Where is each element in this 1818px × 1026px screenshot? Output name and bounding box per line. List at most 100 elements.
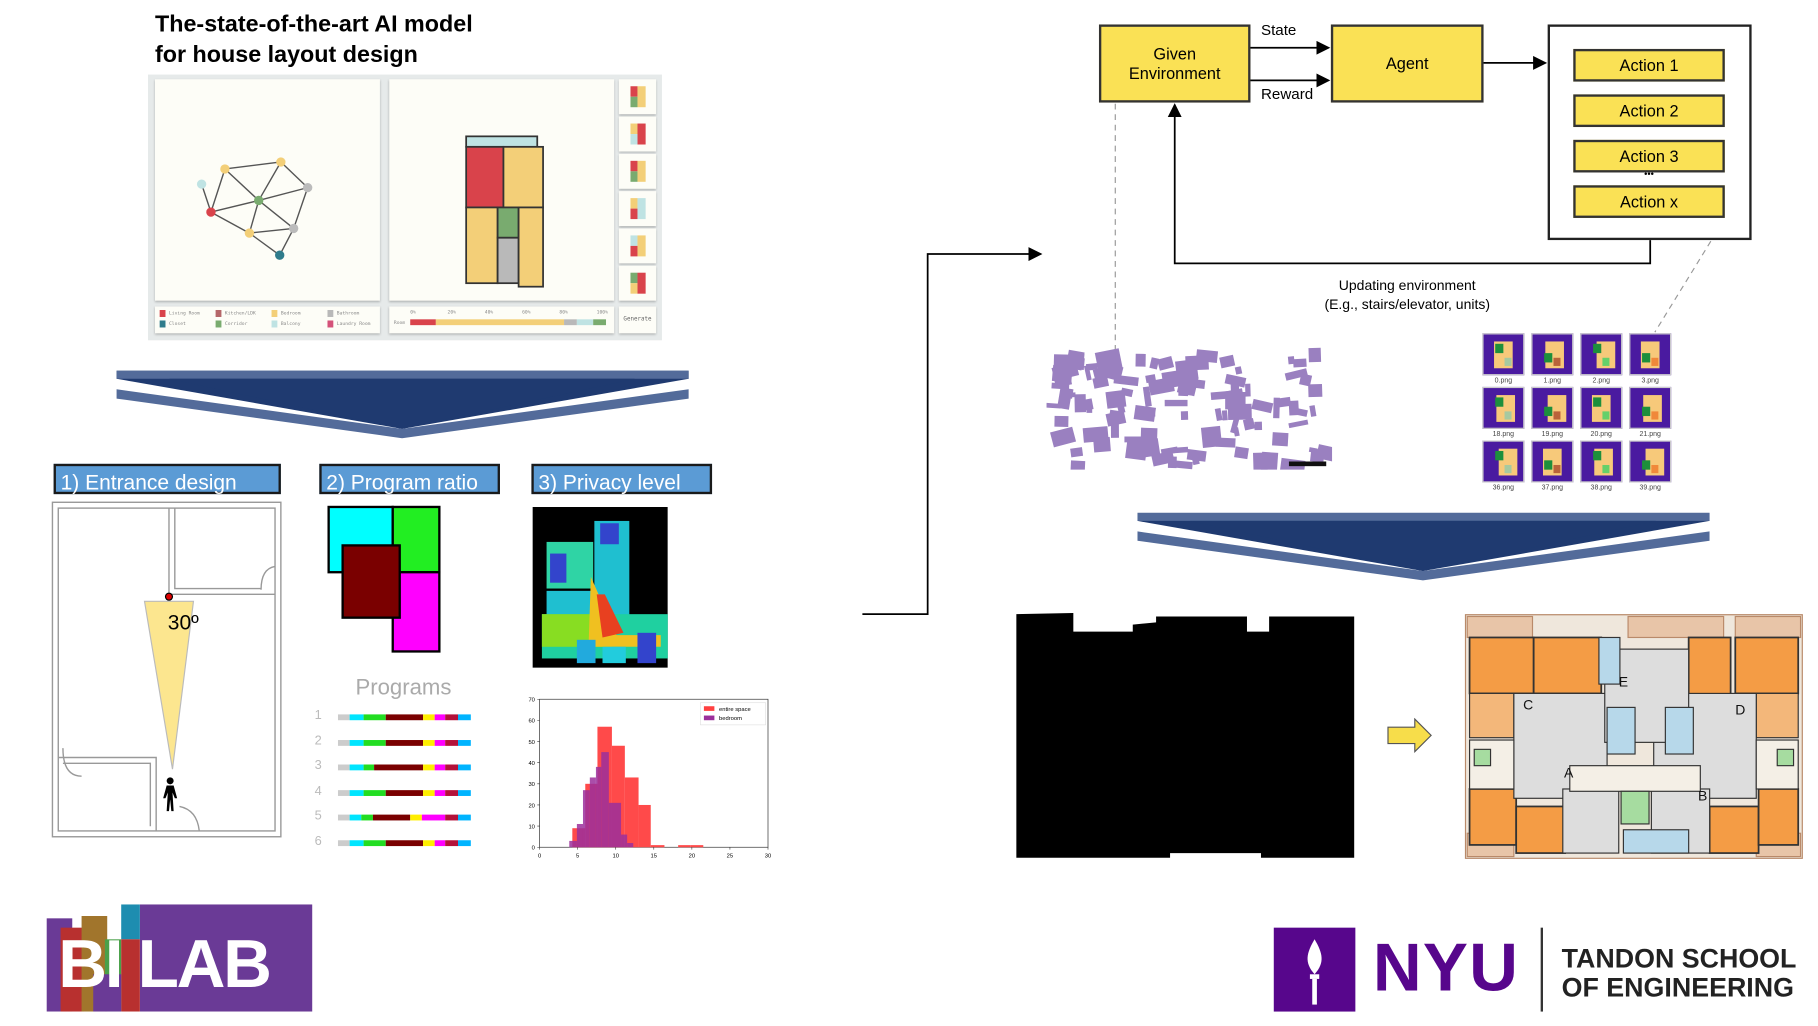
- entrance-point: [164, 592, 174, 601]
- program-segment: [349, 789, 364, 796]
- legend-label: Kitchen/LDK: [224, 309, 256, 316]
- person-icon: [163, 777, 178, 812]
- city-block: [1164, 399, 1188, 407]
- generated-floor-plan: [465, 135, 544, 288]
- node-corridor: [254, 195, 264, 206]
- node-bedroom: [220, 164, 230, 174]
- tandon-logo-text: TANDON SCHOOL OF ENGINEERING: [1562, 943, 1797, 1002]
- program-sequence-bar: [337, 764, 471, 771]
- city-block: [1083, 365, 1092, 381]
- city-block: [1149, 357, 1160, 370]
- unit-layout-thumbnail[interactable]: [1482, 440, 1525, 483]
- action-x-box: Action x: [1573, 185, 1725, 218]
- node-bedroom: [276, 157, 286, 167]
- layout-variant-thumbnail[interactable]: [618, 153, 657, 189]
- action-label: Action 1: [1619, 55, 1679, 75]
- privacy-heatmap: [532, 506, 668, 668]
- agent-box: Agent: [1330, 24, 1484, 103]
- bubble-graph: [196, 157, 313, 260]
- city-block: [1299, 373, 1313, 387]
- reward-label: Reward: [1260, 85, 1314, 103]
- state-label: State: [1260, 20, 1297, 39]
- x-tick-label: 5: [576, 854, 579, 860]
- node-balcony: [196, 179, 207, 189]
- program-row-number: 1: [314, 708, 322, 723]
- node-closet: [275, 250, 285, 260]
- y-tick-label: 50: [528, 740, 534, 746]
- x-tick-label: 20: [689, 854, 695, 860]
- given-environment-box: Given Environment: [1098, 24, 1251, 103]
- ratio-tick: 60%: [522, 308, 531, 315]
- unit-layout-thumbnail[interactable]: [1531, 333, 1574, 376]
- action-label: Action 3: [1619, 146, 1679, 165]
- layout-variant-thumbnail[interactable]: [618, 191, 657, 227]
- program-segment: [422, 739, 435, 746]
- program-segment: [349, 714, 364, 721]
- title-line-2: for house layout design: [154, 41, 418, 68]
- histogram-bar-bedroom: [595, 766, 602, 848]
- legend-item: Bathroom: [327, 309, 360, 317]
- city-block: [1110, 423, 1119, 438]
- layout-variants-list: [618, 79, 657, 301]
- unit-layout-thumbnail[interactable]: [1531, 440, 1574, 483]
- unit-layout-thumbnail[interactable]: [1580, 386, 1623, 429]
- histogram-bar-entire-space: [638, 804, 651, 848]
- unit-layout-thumbnail[interactable]: [1580, 333, 1623, 376]
- action-3-box: Action 3: [1573, 139, 1725, 173]
- layout-variant-thumbnail[interactable]: [618, 116, 657, 152]
- program-segment: [445, 714, 459, 721]
- legend-label: Laundry Room: [336, 320, 371, 327]
- program-row-number: 4: [314, 783, 322, 798]
- legend-item: Living Room: [159, 309, 200, 317]
- unit-layout-thumbnail[interactable]: [1531, 386, 1574, 429]
- histogram-bar-bedroom: [576, 823, 583, 848]
- generate-button[interactable]: Generate: [618, 306, 657, 334]
- entrance-floor-plan: 30º: [51, 501, 282, 838]
- unit-layout-thumbnail[interactable]: [1482, 386, 1525, 429]
- legend-swatch: [159, 320, 166, 328]
- legend-swatch: [703, 715, 715, 721]
- unit-layout-thumbnail[interactable]: [1629, 440, 1672, 483]
- program-segment: [458, 714, 471, 721]
- unit-layout-thumbnail[interactable]: [1629, 333, 1672, 376]
- program-sequence-bar: [337, 714, 471, 721]
- city-block: [1187, 374, 1194, 396]
- title-line-1: The-state-of-the-art AI model: [154, 11, 473, 38]
- program-sequence-bar: [337, 839, 471, 846]
- city-block: [1050, 426, 1077, 448]
- histogram-bar-entire-space: [624, 777, 639, 848]
- city-block: [1200, 425, 1223, 448]
- node-bathroom: [289, 223, 299, 234]
- layout-variant-thumbnail[interactable]: [618, 79, 657, 115]
- legend-item: Corridor: [215, 320, 247, 328]
- given-environment-label: Given Environment: [1128, 43, 1221, 83]
- unit-layout-thumbnail[interactable]: [1482, 333, 1525, 376]
- x-tick-label: 30: [765, 854, 771, 860]
- histogram-bar-bedroom: [601, 752, 609, 848]
- y-tick-label: 30: [528, 782, 534, 788]
- unit-layout-thumbnail[interactable]: [1580, 440, 1623, 483]
- histogram-bar-bedroom: [627, 843, 634, 848]
- program-segment: [445, 839, 459, 846]
- legend-box: [700, 702, 766, 726]
- program-row-number: 3: [314, 758, 322, 773]
- program-segment: [363, 714, 387, 721]
- program-ratio-blocks: [327, 505, 441, 653]
- legend-label: Bathroom: [336, 309, 360, 316]
- thumbnail-filename: 19.png: [1541, 431, 1564, 439]
- program-segment: [349, 814, 362, 821]
- program-segment: [458, 814, 471, 821]
- bi-lab-logo: BI LAB: [46, 904, 313, 1012]
- programs-title: Programs: [355, 675, 452, 701]
- program-sequence-bar: [337, 789, 471, 796]
- ratio-tick: 0%: [410, 308, 416, 315]
- program-segment: [434, 789, 446, 796]
- city-block: [1105, 410, 1127, 427]
- layout-variant-thumbnail[interactable]: [618, 265, 657, 301]
- city-block: [1272, 432, 1289, 447]
- city-block: [1046, 402, 1061, 409]
- unit-layout-thumbnail[interactable]: [1629, 386, 1672, 429]
- generated-layout-pane: [389, 79, 615, 301]
- layout-variant-thumbnail[interactable]: [618, 228, 657, 264]
